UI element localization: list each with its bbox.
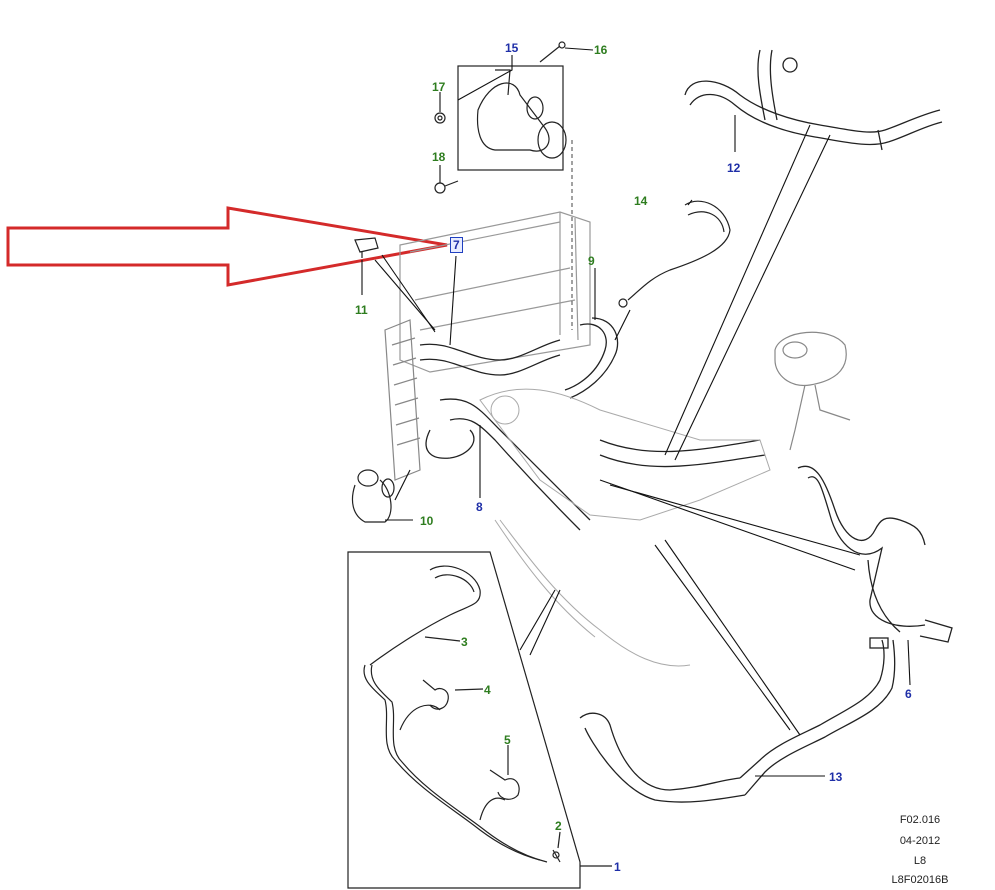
pointer-arrow (6, 206, 448, 287)
leader-lines (361, 47, 911, 777)
thermostat-housing-inset (457, 65, 567, 171)
model-code: L8 (913, 855, 927, 867)
callout-13: 13 (829, 770, 843, 784)
callout-12: 12 (727, 161, 741, 175)
hose-14 (618, 200, 731, 308)
sensor-11 (354, 237, 379, 258)
engine-outline (479, 388, 771, 667)
callout-9: 9 (588, 254, 595, 268)
expansion-tank (774, 331, 851, 451)
callout-4: 4 (484, 683, 491, 697)
callout-17: 17 (432, 80, 446, 94)
hose-13 (579, 637, 896, 803)
callout-2: 2 (555, 819, 562, 833)
callout-10: 10 (420, 514, 434, 528)
radiator-side-tank (384, 319, 421, 481)
callout-7-highlighted: 7 (450, 237, 463, 253)
inset-lower-left (347, 551, 612, 889)
callout-11: 11 (355, 303, 368, 317)
nut-17 (434, 112, 446, 124)
main-hoses (419, 317, 766, 531)
figure-code: F02.016 (899, 814, 941, 826)
callout-14: 14 (634, 194, 648, 208)
bolt-18 (434, 180, 459, 194)
callout-1: 1 (614, 860, 621, 874)
hose-6 (797, 465, 953, 643)
thermostat-10 (351, 469, 395, 523)
hose-12 (684, 49, 943, 151)
callout-16: 16 (594, 43, 608, 57)
callout-3: 3 (461, 635, 468, 649)
radiator (399, 211, 591, 373)
drawing-id: L8F02016B (891, 874, 949, 886)
callout-15: 15 (505, 41, 519, 55)
bolt-16 (539, 41, 566, 63)
revision-date: 04-2012 (899, 835, 941, 847)
callout-18: 18 (432, 150, 446, 164)
callout-6: 6 (905, 687, 912, 701)
callout-5: 5 (504, 733, 511, 747)
callout-8: 8 (476, 500, 483, 514)
